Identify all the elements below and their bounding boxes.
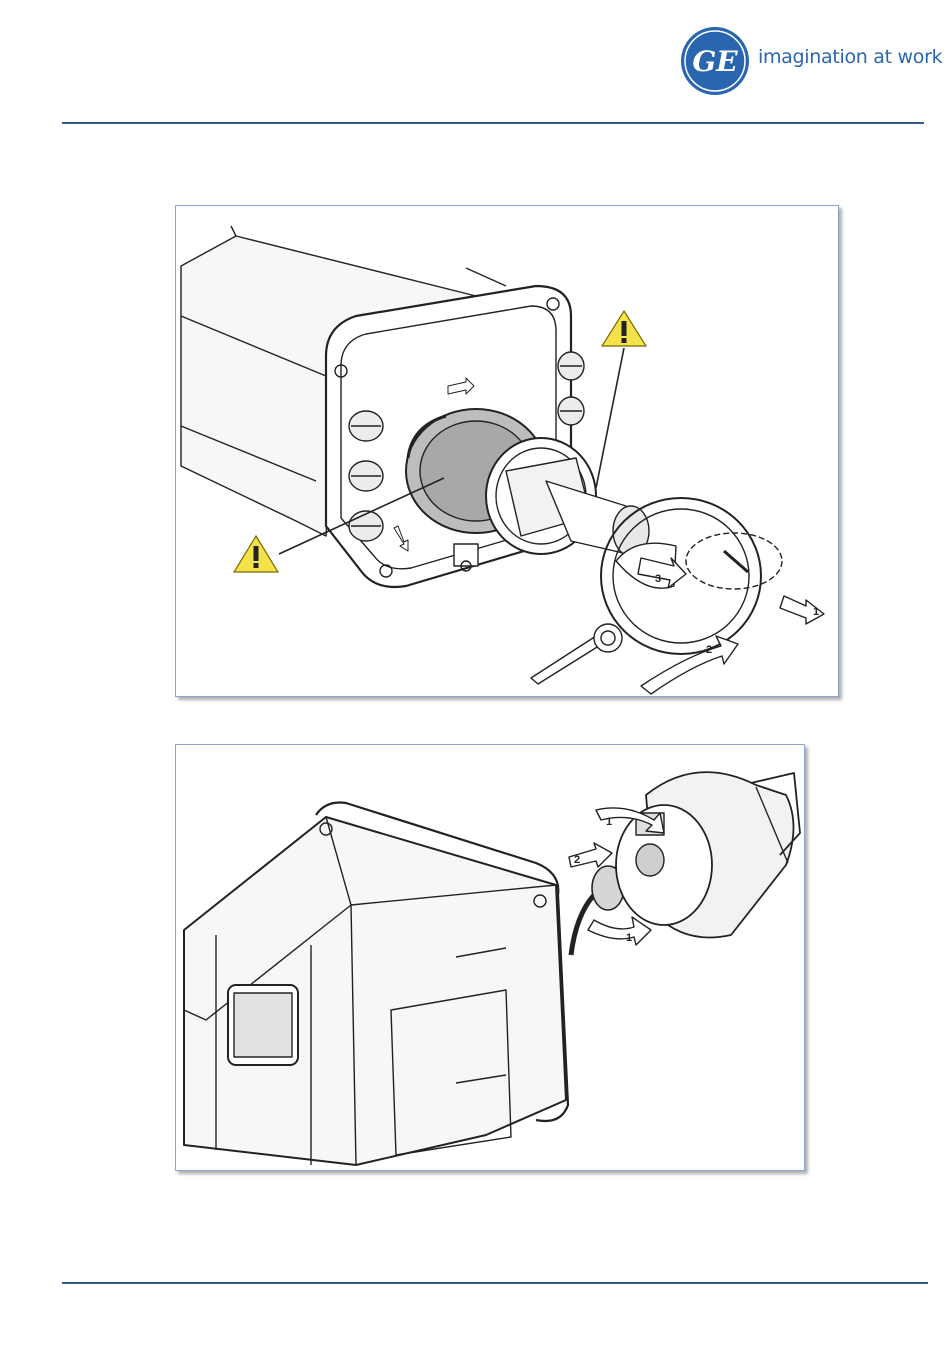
sensor-removal-illustration: 1 2 3 bbox=[176, 206, 838, 696]
header-rule bbox=[62, 122, 924, 124]
ge-monogram-logo: GE bbox=[680, 26, 750, 96]
footer-rule bbox=[62, 1282, 928, 1284]
logo-lettering: GE bbox=[692, 45, 738, 78]
warning-triangle-icon bbox=[602, 311, 646, 346]
sensor-disconnection-illustration: 1 2 1 bbox=[176, 745, 804, 1170]
step-label-1-top: 1 bbox=[606, 816, 612, 828]
figure-sensor-removal: 1 2 3 bbox=[175, 205, 839, 697]
step-label-2: 2 bbox=[706, 644, 712, 656]
step-label-1-bottom: 1 bbox=[626, 932, 632, 944]
brand-tagline: imagination at work bbox=[758, 46, 942, 68]
step-label-1: 1 bbox=[813, 606, 819, 618]
warning-triangle-icon bbox=[234, 536, 278, 572]
step-label-2: 2 bbox=[574, 854, 580, 866]
figure-sensor-disconnection: 1 2 1 bbox=[175, 744, 805, 1171]
step-label-3: 3 bbox=[655, 573, 661, 585]
